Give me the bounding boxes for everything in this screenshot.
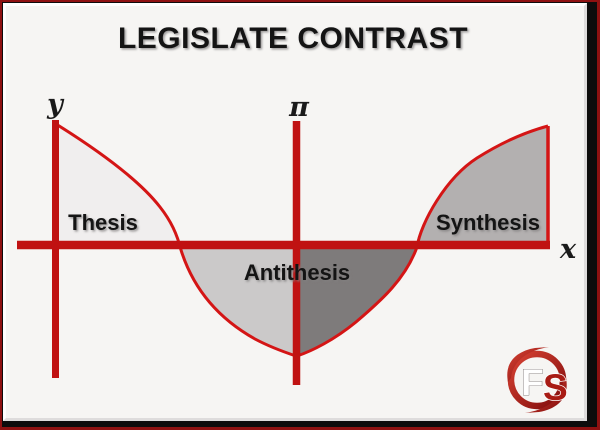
antithesis-label: Antithesis	[244, 260, 350, 285]
page-title: LEGISLATE CONTRAST	[117, 22, 469, 55]
y-axis-label: y	[46, 89, 65, 120]
synthesis-region-fill	[416, 126, 548, 245]
x-axis-label: x	[559, 234, 577, 265]
antithesis-left-region-fill	[181, 245, 296, 356]
antithesis-right-region-fill	[297, 245, 417, 356]
dialectic-curve-left	[55, 122, 297, 358]
fs-logo: F S	[507, 347, 568, 413]
logo-ring	[507, 350, 567, 410]
logo-swoosh-bottom	[525, 378, 567, 413]
thesis-label: Thesis	[68, 210, 138, 235]
thesis-region-fill	[57, 126, 180, 245]
synthesis-label: Synthesis	[436, 210, 540, 235]
logo-swoosh-top	[507, 347, 549, 382]
logo-letter-f: F	[521, 362, 544, 403]
logo-letter-s: S	[543, 367, 568, 408]
pi-axis-label: π	[288, 92, 310, 123]
